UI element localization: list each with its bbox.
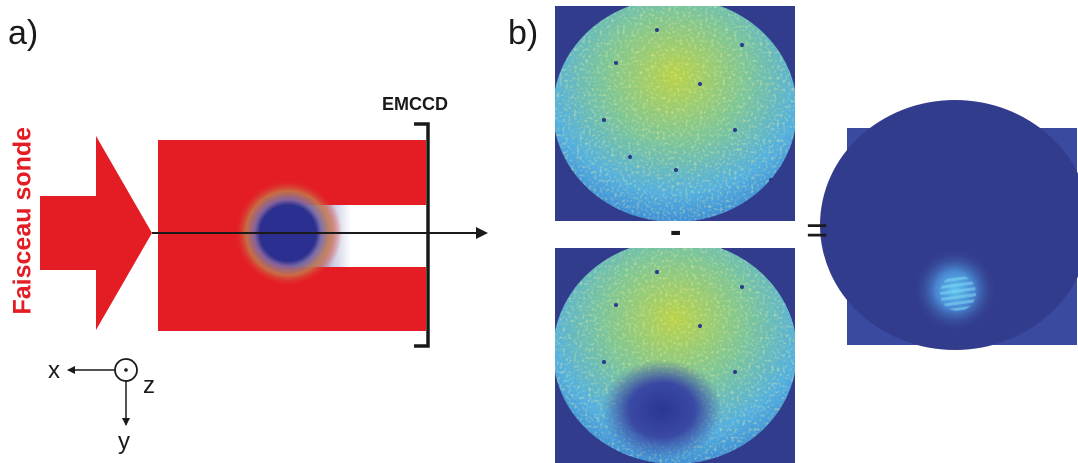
minus-sign: - [670,212,682,250]
x-axis-label: x [48,357,60,384]
z-axis-dot-center [124,368,128,372]
reference-image [555,6,795,221]
atom-shadow [602,360,722,460]
absorption-image [555,248,795,463]
z-axis-label: z [143,372,155,399]
emccd-detector-bracket [414,122,430,348]
y-axis-label: y [118,428,130,455]
emccd-label: EMCCD [382,94,448,114]
difference-image [820,100,1078,350]
panel-a-label: a) [8,14,39,52]
probe-beam-arrow [40,136,152,330]
equals-sign: = [806,210,829,252]
panel-b-label: b) [508,14,539,52]
